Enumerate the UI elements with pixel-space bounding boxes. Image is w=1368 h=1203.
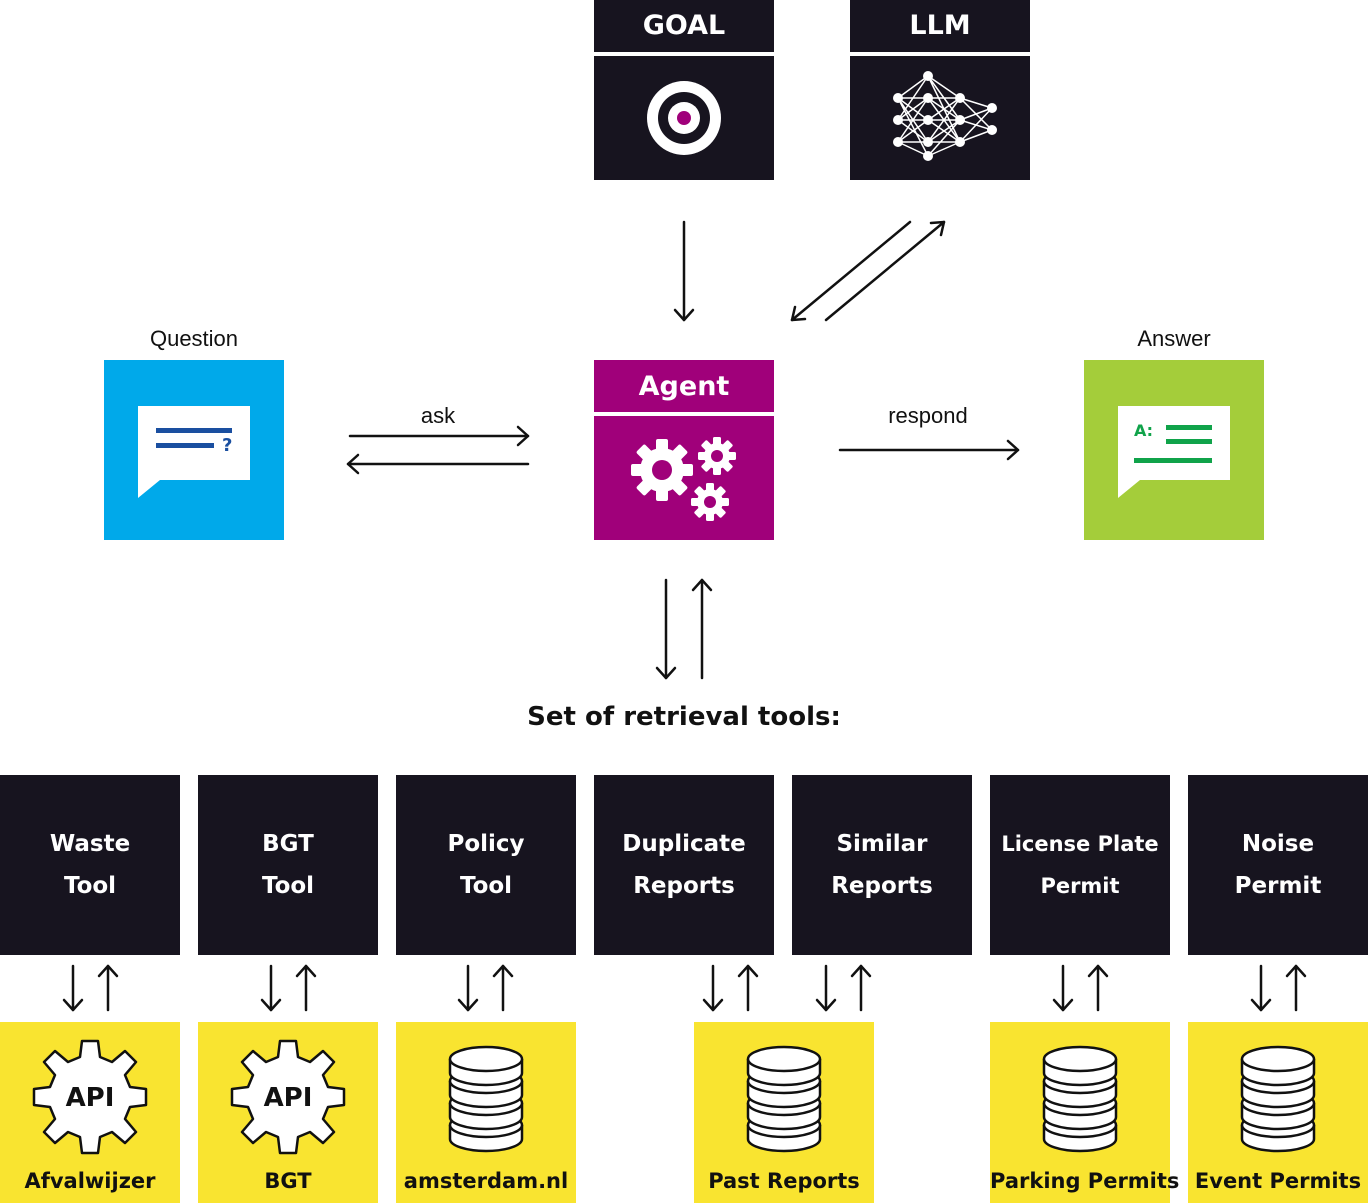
return-arrow	[346, 453, 530, 475]
tool-line1: Waste	[49, 831, 131, 857]
database-icon	[1240, 1045, 1316, 1153]
llm-title: LLM	[909, 9, 971, 41]
source-parking-permits: Parking Permits	[990, 1022, 1180, 1203]
question-box: ?	[104, 360, 284, 540]
tools-to-agent-arrow	[691, 578, 713, 680]
tool-line2: Tool	[261, 873, 315, 899]
bgt-source-arrows	[260, 964, 317, 1012]
question-label: Question	[149, 326, 239, 351]
tool-similar-reports: Similar Reports	[792, 775, 972, 955]
agent-to-llm-arrow	[824, 220, 946, 322]
policy-source-arrows	[457, 964, 514, 1012]
llm-box: LLM	[850, 0, 1030, 180]
database-icon	[448, 1045, 524, 1153]
target-icon	[647, 81, 721, 155]
source-event-permits: Event Permits	[1188, 1022, 1368, 1203]
tool-line2: Reports	[633, 873, 735, 899]
api-text: API	[66, 1083, 115, 1113]
tool-line2: Tool	[63, 873, 117, 899]
source-amsterdam-nl: amsterdam.nl	[396, 1022, 576, 1203]
tool-line1: License Plate	[1001, 832, 1159, 856]
license-source-arrows	[1052, 964, 1109, 1012]
neural-network-icon	[893, 71, 997, 161]
answer-bubble-icon: A:	[1118, 406, 1230, 498]
noise-source-arrows	[1250, 964, 1307, 1012]
source-afvalwijzer: API Afvalwijzer	[0, 1022, 180, 1203]
gear-api-icon: API	[230, 1039, 346, 1155]
source-label: Parking Permits	[990, 1169, 1180, 1193]
similar-source-arrows	[815, 964, 872, 1012]
tool-license-plate-permit: License Plate Permit	[990, 775, 1170, 955]
ask-arrow	[348, 425, 530, 447]
source-label: Event Permits	[1194, 1169, 1362, 1193]
svg-text:?: ?	[222, 435, 232, 456]
tool-line1: Noise	[1241, 831, 1315, 857]
gear-api-icon: API	[32, 1039, 148, 1155]
answer-box: A:	[1084, 360, 1264, 540]
tool-line1: Similar	[836, 831, 928, 857]
tool-bgt: BGT Tool	[198, 775, 378, 955]
tools-title: Set of retrieval tools:	[527, 702, 841, 732]
tool-duplicate-reports: Duplicate Reports	[594, 775, 774, 955]
tool-noise-permit: Noise Permit	[1188, 775, 1368, 955]
respond-arrow	[838, 439, 1020, 461]
ask-label: ask	[420, 403, 456, 428]
tool-line2: Permit	[1234, 873, 1322, 899]
tool-line2: Reports	[831, 873, 933, 899]
question-bubble-icon: ?	[138, 406, 250, 498]
database-icon	[746, 1045, 822, 1153]
tool-line2: Tool	[459, 873, 513, 899]
llm-to-agent-arrow	[790, 220, 912, 322]
gears-icon	[631, 437, 736, 521]
goal-divider	[594, 52, 774, 56]
goal-title: GOAL	[642, 9, 726, 41]
tool-line1: Duplicate	[622, 831, 746, 857]
source-label: BGT	[264, 1169, 312, 1193]
tool-policy: Policy Tool	[396, 775, 576, 955]
source-past-reports: Past Reports	[694, 1022, 874, 1203]
tool-waste: Waste Tool	[0, 775, 180, 955]
llm-divider	[850, 52, 1030, 56]
api-text: API	[264, 1083, 313, 1113]
source-label: amsterdam.nl	[403, 1169, 569, 1193]
answer-label: Answer	[1137, 326, 1211, 351]
goal-box: GOAL	[594, 0, 774, 180]
tool-line2: Permit	[1040, 874, 1120, 898]
respond-label: respond	[888, 403, 968, 428]
database-icon	[1042, 1045, 1118, 1153]
source-label: Afvalwijzer	[24, 1169, 156, 1193]
agent-box: Agent	[594, 360, 774, 540]
source-label: Past Reports	[708, 1169, 860, 1193]
waste-source-arrows	[62, 964, 119, 1012]
answer-prefix: A:	[1134, 421, 1153, 440]
source-bgt: API BGT	[198, 1022, 378, 1203]
tool-line1: Policy	[447, 831, 525, 857]
tool-line1: BGT	[262, 831, 314, 857]
duplicate-source-arrows	[702, 964, 759, 1012]
goal-to-agent-arrow	[673, 220, 695, 322]
agent-to-tools-arrow	[655, 578, 677, 680]
agent-title: Agent	[638, 370, 730, 402]
agent-divider	[594, 412, 774, 416]
